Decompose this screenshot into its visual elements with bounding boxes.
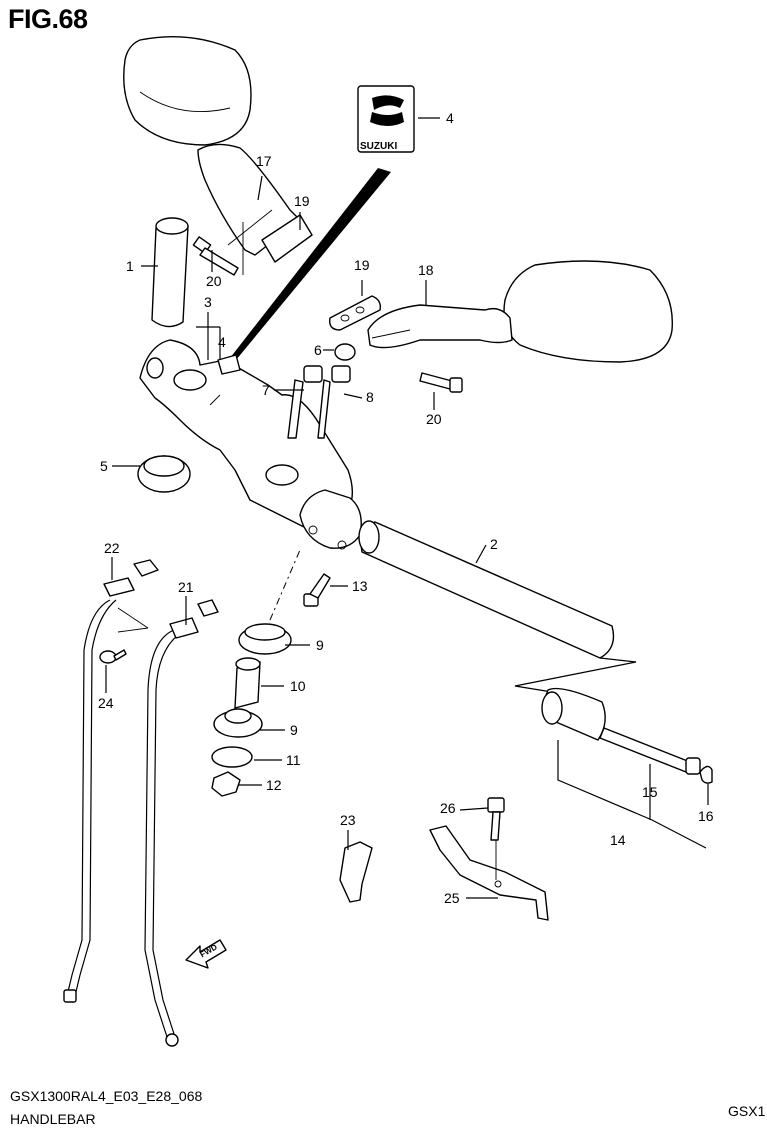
grommet-5 — [137, 455, 191, 493]
gasket-right — [329, 295, 382, 331]
corner-tag: GSX1 — [728, 1103, 766, 1119]
bolt-long-8 — [317, 365, 351, 439]
center-line — [269, 549, 301, 621]
callout-14: 14 — [610, 832, 626, 848]
screw-24 — [99, 649, 127, 664]
cushion-lower-9 — [213, 708, 263, 738]
callout-19-right: 19 — [354, 257, 370, 273]
callout-7: 7 — [262, 382, 270, 398]
callout-20-left: 20 — [206, 273, 222, 289]
bolt-26 — [487, 797, 505, 880]
figure-title: FIG.68 — [8, 4, 88, 34]
break-line — [514, 657, 637, 693]
bracket-25 — [429, 825, 549, 921]
bolt-left-mirror — [192, 236, 239, 276]
throttle-cable-21 — [144, 599, 219, 1047]
collar-10 — [234, 657, 261, 709]
bar-end-weight — [541, 687, 606, 741]
throttle-cable-22 — [63, 559, 159, 1003]
callout-9-upper: 9 — [316, 637, 324, 653]
diagram-code: GSX1300RAL4_E03_E28_068 — [10, 1088, 203, 1104]
callout-9-lower: 9 — [290, 722, 298, 738]
left-mirror — [123, 36, 313, 275]
end-cap — [699, 765, 713, 784]
callout-24: 24 — [98, 695, 114, 711]
callout-25: 25 — [444, 890, 460, 906]
diagram-name: HANDLEBAR — [10, 1111, 96, 1127]
bolt-long-7 — [287, 365, 323, 439]
clamp-23 — [339, 841, 373, 903]
emblem-label: SUZUKI — [360, 141, 397, 152]
callout-15: 15 — [642, 784, 658, 800]
callout-4-emblem: 4 — [446, 110, 454, 126]
callout-8: 8 — [366, 389, 374, 405]
fwd-arrow: FWD — [185, 939, 227, 969]
callout-4-bracket: 4 — [218, 334, 226, 350]
callout-23: 23 — [340, 812, 356, 828]
callout-11: 11 — [286, 752, 301, 768]
washer-11 — [211, 746, 253, 768]
nut-12 — [211, 771, 241, 797]
callout-6: 6 — [314, 342, 322, 358]
handlebar-tube — [358, 520, 615, 659]
callout-3: 3 — [204, 294, 212, 310]
leader-lines — [105, 117, 709, 899]
suzuki-emblem: SUZUKI — [357, 85, 415, 153]
callout-10: 10 — [290, 678, 306, 694]
right-mirror — [367, 260, 674, 363]
bar-end-screw — [599, 727, 701, 775]
handlebar-holder — [139, 339, 362, 550]
callout-26: 26 — [440, 800, 456, 816]
bolt-13 — [303, 573, 331, 607]
callout-5: 5 — [100, 458, 108, 474]
callout-1: 1 — [126, 258, 134, 274]
callout-17: 17 — [256, 153, 272, 169]
callout-18: 18 — [418, 262, 434, 278]
grip — [151, 217, 189, 328]
callout-20-right: 20 — [426, 411, 442, 427]
cap — [334, 343, 356, 361]
callout-19-left: 19 — [294, 193, 310, 209]
callout-21: 21 — [178, 579, 194, 595]
callout-13: 13 — [352, 578, 368, 594]
cushion-upper-9 — [238, 623, 292, 655]
callout-2: 2 — [490, 536, 498, 552]
bolt-right-mirror — [419, 372, 463, 393]
callout-12: 12 — [266, 777, 282, 793]
emblem-pointer — [230, 168, 391, 360]
callout-22: 22 — [104, 540, 120, 556]
callout-labels: 1 2 3 4 4 5 6 7 8 9 9 10 11 12 13 14 15 … — [98, 110, 714, 906]
callout-16: 16 — [698, 808, 714, 824]
